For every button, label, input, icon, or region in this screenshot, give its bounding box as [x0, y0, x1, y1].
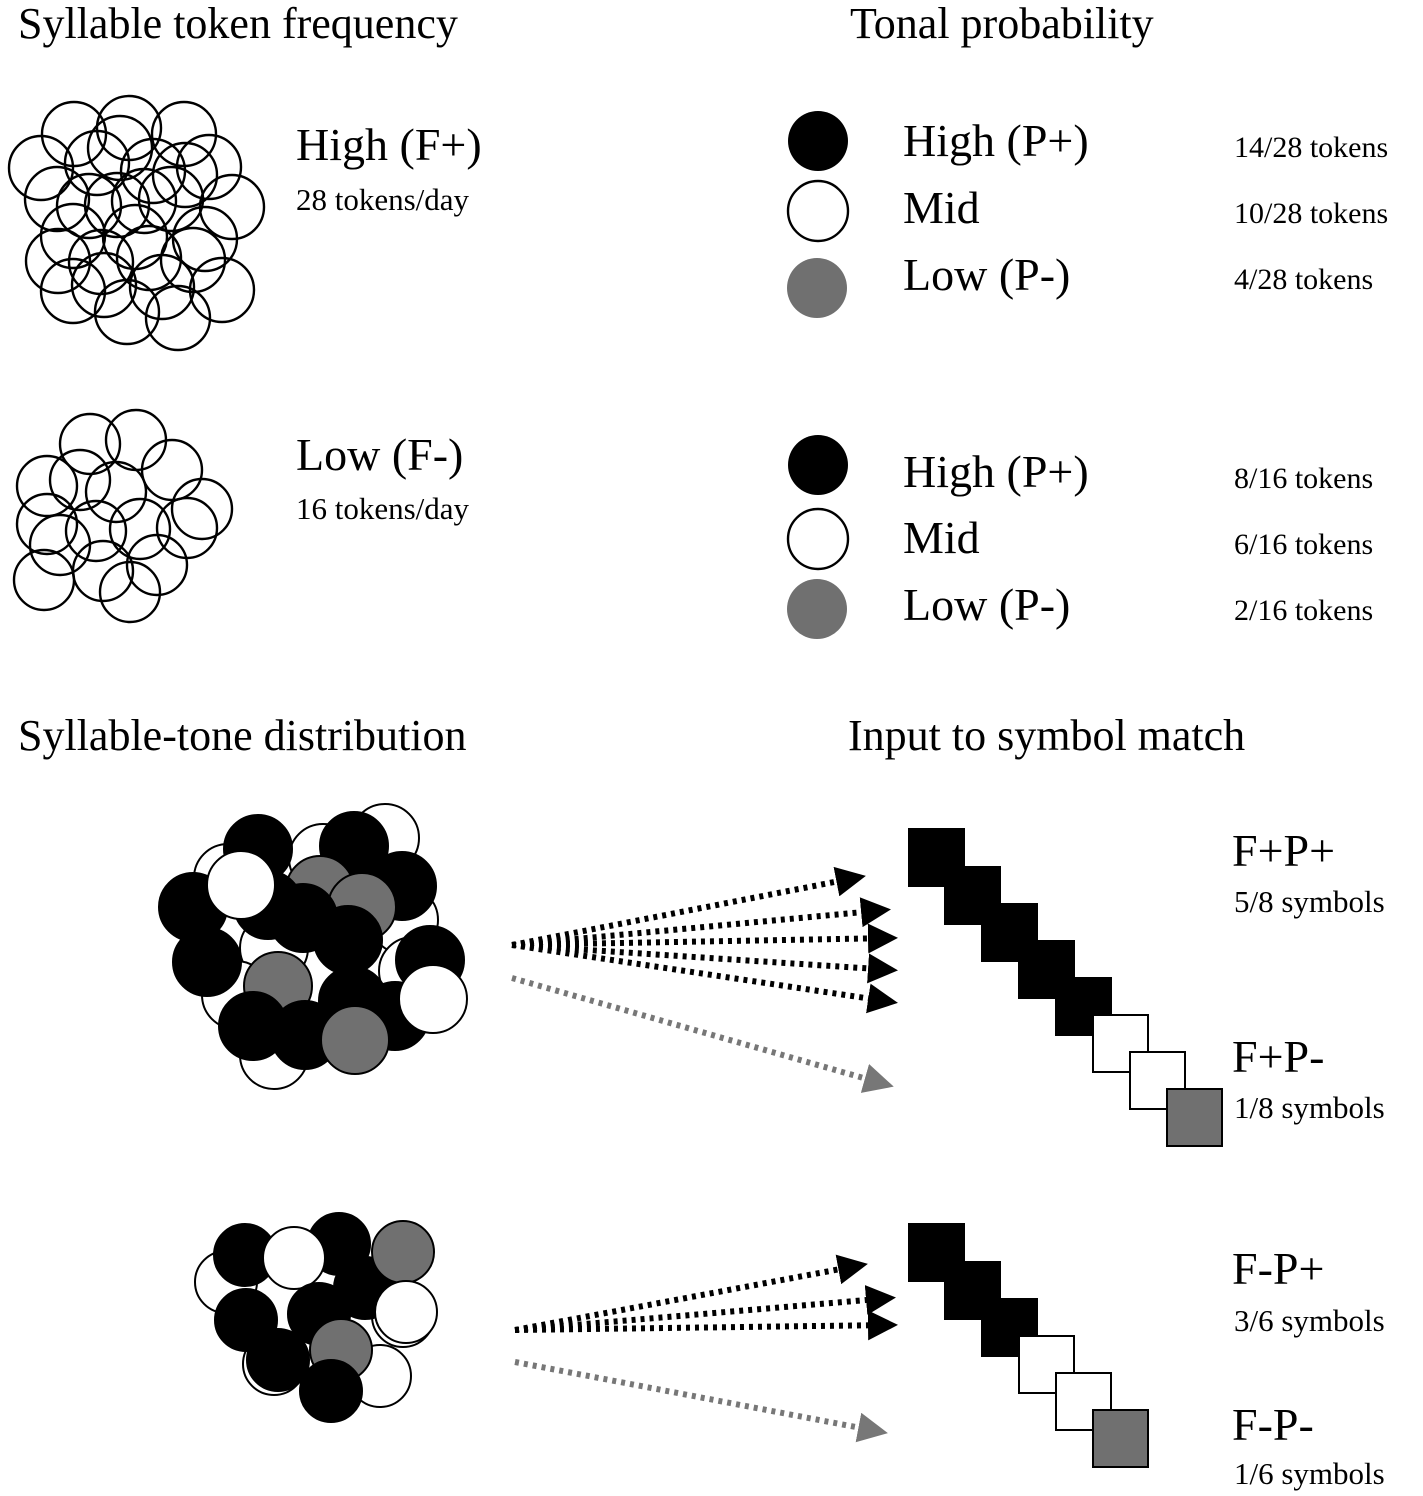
distribution-cluster-low: [194, 1212, 438, 1423]
tonal-dot-g2-high: [788, 435, 848, 495]
tonal-g2-mid-label: Mid: [903, 512, 980, 563]
match-fp-plus-label: F+P+: [1232, 825, 1336, 876]
arrow-high-1: [511, 866, 866, 948]
tonal-g2-mid-tokens: 6/16 tokens: [1234, 528, 1374, 561]
tonal-dot-g2-low: [787, 579, 847, 639]
frequency-low-label: Low (F-): [296, 429, 464, 480]
match-fp-minus-label: F+P-: [1232, 1031, 1325, 1082]
arrows-low: [514, 1254, 898, 1443]
arrow-high-4: [511, 942, 898, 984]
symbol-square-high-6: [1092, 1014, 1149, 1073]
tonal-dot-g1-low: [787, 258, 847, 318]
tonal-dot-g2-mid: [786, 507, 850, 571]
tonal-g2-high-label: High (P+): [903, 446, 1089, 497]
symbol-squares-high: [908, 828, 1223, 1147]
symbol-squares-low: [908, 1223, 1149, 1468]
tonal-g1-high-tokens: 14/28 tokens: [1234, 131, 1389, 164]
tonal-g1-low-label: Low (P-): [903, 249, 1071, 300]
tonal-g2-high-tokens: 8/16 tokens: [1234, 462, 1374, 495]
heading-syllable-tone-distribution: Syllable-tone distribution: [18, 711, 467, 760]
symbol-square-high-2: [944, 866, 1001, 925]
arrow-high-5: [511, 942, 898, 1014]
match-fm-minus-label: F-P-: [1232, 1399, 1314, 1450]
frequency-low-detail: 16 tokens/day: [296, 491, 470, 526]
tonal-g2-low-label: Low (P-): [903, 579, 1071, 630]
arrow-low-4: [514, 1359, 888, 1443]
match-fp-minus-detail: 1/8 symbols: [1234, 1090, 1385, 1125]
distribution-cluster-high: [158, 803, 468, 1090]
match-fm-plus-detail: 3/6 symbols: [1234, 1303, 1385, 1338]
tonal-g1-high-label: High (P+): [903, 115, 1089, 166]
heading-input-to-symbol-match: Input to symbol match: [848, 711, 1246, 760]
tonal-g1-low-tokens: 4/28 tokens: [1234, 263, 1374, 296]
arrows-high: [511, 866, 898, 1093]
tonal-dot-g1-mid: [786, 179, 850, 243]
tonal-dot-g1-high: [788, 111, 848, 171]
tonal-g1-mid-tokens: 10/28 tokens: [1234, 197, 1389, 230]
high-frequency-cluster: [7, 94, 266, 352]
match-fm-plus-label: F-P+: [1232, 1243, 1325, 1294]
frequency-high-detail: 28 tokens/day: [296, 182, 470, 217]
symbol-square-high-8: [1166, 1088, 1223, 1147]
heading-syllable-token-frequency: Syllable token frequency: [18, 0, 458, 48]
tonal-g1-mid-label: Mid: [903, 182, 980, 233]
arrow-high-6: [511, 975, 894, 1093]
frequency-high-label: High (F+): [296, 119, 482, 170]
symbol-square-low-6: [1092, 1409, 1149, 1468]
arrow-high-3: [511, 923, 898, 954]
match-fp-plus-detail: 5/8 symbols: [1234, 884, 1385, 919]
arrow-low-1: [514, 1254, 868, 1333]
low-frequency-cluster: [12, 408, 234, 624]
heading-tonal-probability: Tonal probability: [850, 0, 1154, 48]
tonal-g2-low-tokens: 2/16 tokens: [1234, 594, 1374, 627]
match-fm-minus-detail: 1/6 symbols: [1234, 1456, 1385, 1491]
